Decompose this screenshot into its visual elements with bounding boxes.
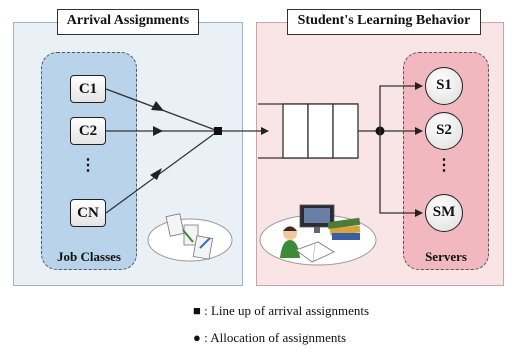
line-up-square (214, 127, 222, 135)
legend-line-up-text: ■ : Line up of arrival assignments (193, 303, 370, 318)
job-class-cn: CN (70, 199, 106, 227)
server-s2-label: S2 (436, 122, 452, 138)
job-class-c2-label: C2 (78, 123, 98, 139)
job-class-c2: C2 (70, 117, 106, 145)
server-s2: S2 (425, 112, 463, 150)
server-ellipsis: ⋮ (436, 157, 452, 174)
queue-buffer (258, 103, 359, 159)
legend-line-up: ■ : Line up of arrival assignments (193, 303, 369, 319)
server-sm: SM (425, 194, 463, 232)
job-class-cn-label: CN (77, 205, 99, 221)
job-class-c1: C1 (70, 75, 106, 103)
learning-behavior-title: Student's Learning Behavior (287, 9, 481, 35)
sm-branch (379, 131, 423, 217)
documents-illustration (147, 213, 233, 262)
cn-arrowhead (150, 168, 162, 180)
servers-label: Servers (425, 249, 467, 264)
server-s1: S1 (425, 67, 463, 105)
server-sm-label: SM (432, 204, 456, 220)
job-class-ellipsis: ⋮ (80, 157, 96, 174)
legend-allocation: ● : Allocation of assignments (193, 330, 346, 346)
c2-arrowhead (153, 126, 163, 136)
job-classes-label: Job Classes (57, 249, 121, 264)
arrival-assignments-title: Arrival Assignments (57, 9, 199, 35)
legend-allocation-text: ● : Allocation of assignments (193, 330, 347, 345)
s1-branch (379, 82, 423, 131)
cn-arrow-line (105, 130, 219, 214)
student-illustration (259, 204, 377, 266)
job-class-c1-label: C1 (78, 81, 98, 97)
c1-arrowhead (151, 101, 164, 111)
server-s1-label: S1 (436, 77, 452, 93)
